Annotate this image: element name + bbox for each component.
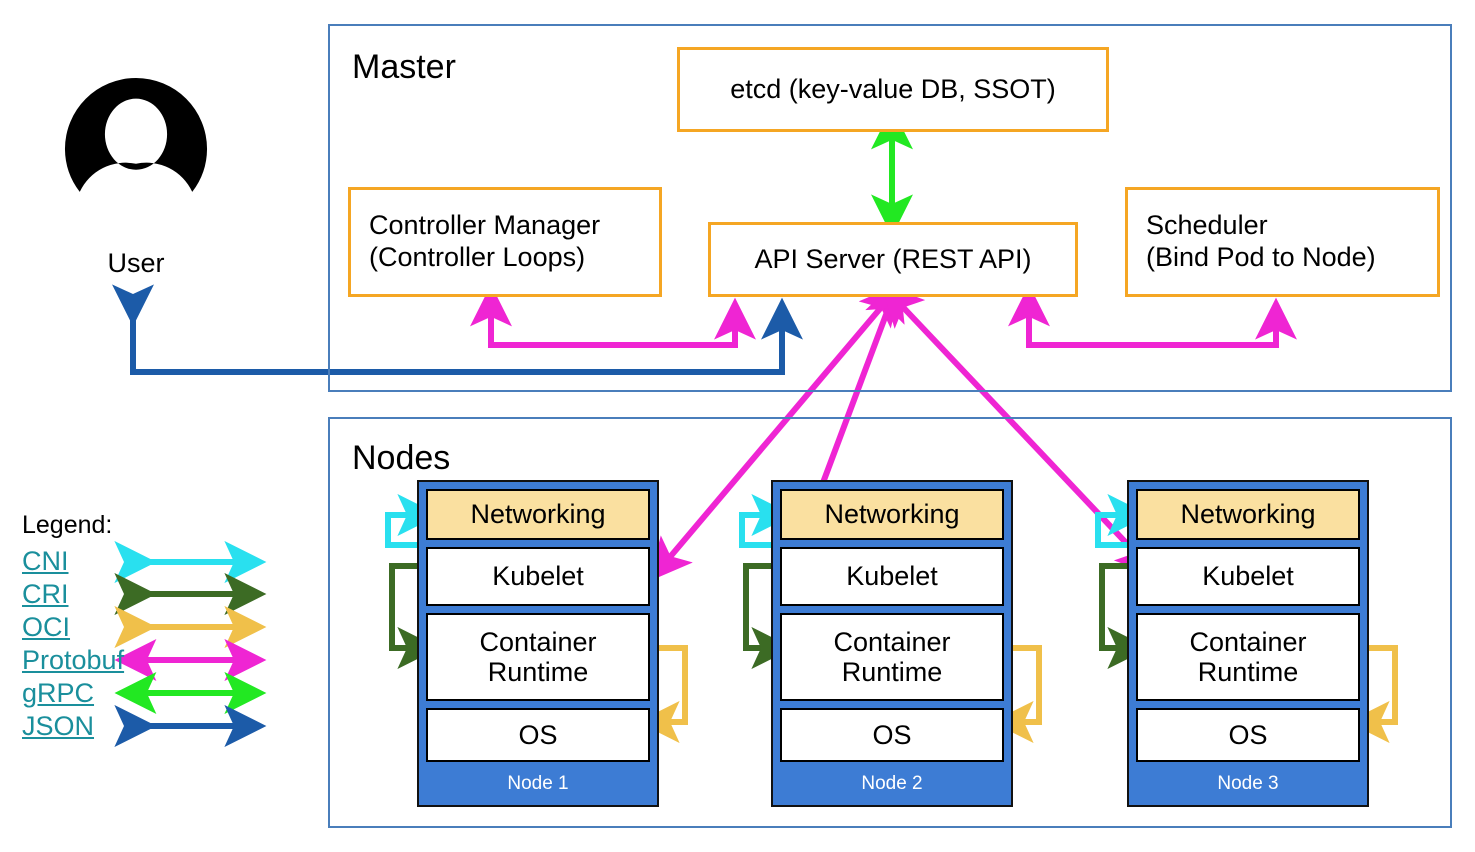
node3-container-runtime-layer[interactable]: Container Runtime xyxy=(1136,613,1360,701)
legend-title: Legend: xyxy=(22,511,113,539)
node1-networking-layer[interactable]: Networking xyxy=(426,489,650,540)
node1-name-label: Node 1 xyxy=(507,772,569,794)
node1-container-runtime-layer[interactable]: Container Runtime xyxy=(426,613,650,701)
scheduler-line2: (Bind Pod to Node) xyxy=(1146,242,1376,272)
node2-os-layer[interactable]: OS xyxy=(780,708,1004,762)
node2-name-label: Node 2 xyxy=(861,772,923,794)
node3-container-runtime-line1: Container xyxy=(1189,626,1307,657)
controller-manager-box[interactable]: Controller Manager (Controller Loops) xyxy=(348,187,662,297)
nodes-group-title: Nodes xyxy=(352,439,451,477)
node2-container-runtime-line2: Runtime xyxy=(841,657,943,687)
legend-item-oci[interactable]: OCI xyxy=(22,612,71,642)
controller-manager-label: Controller Manager (Controller Loops) xyxy=(369,210,600,274)
node-card-2[interactable]: Networking Kubelet Container Runtime OS … xyxy=(771,480,1013,807)
node3-kubelet-layer[interactable]: Kubelet xyxy=(1136,547,1360,606)
node2-container-runtime-line1: Container xyxy=(833,626,951,657)
node3-networking-layer[interactable]: Networking xyxy=(1136,489,1360,540)
node2-networking-layer[interactable]: Networking xyxy=(780,489,1004,540)
node3-container-runtime-line2: Runtime xyxy=(1197,657,1299,687)
master-group-container xyxy=(328,24,1452,392)
node-card-3[interactable]: Networking Kubelet Container Runtime OS … xyxy=(1127,480,1369,807)
legend-item-protobuf[interactable]: Protobuf xyxy=(22,645,125,675)
legend-item-cni[interactable]: CNI xyxy=(22,546,69,576)
user-avatar-icon xyxy=(62,75,210,223)
etcd-box[interactable]: etcd (key-value DB, SSOT) xyxy=(677,47,1109,132)
legend-item-cri[interactable]: CRI xyxy=(22,579,69,609)
nodes-group-container xyxy=(328,417,1452,828)
controller-manager-line1: Controller Manager xyxy=(369,210,601,241)
node2-container-runtime-layer[interactable]: Container Runtime xyxy=(780,613,1004,701)
legend-item-grpc[interactable]: gRPC xyxy=(22,678,95,708)
controller-manager-line2: (Controller Loops) xyxy=(369,242,586,272)
api-server-box[interactable]: API Server (REST API) xyxy=(708,222,1078,297)
node3-name-label: Node 3 xyxy=(1217,772,1279,794)
scheduler-label: Scheduler (Bind Pod to Node) xyxy=(1146,210,1376,274)
master-group-title: Master xyxy=(352,48,456,86)
node1-os-layer[interactable]: OS xyxy=(426,708,650,762)
node1-container-runtime-line2: Runtime xyxy=(487,657,589,687)
node3-os-layer[interactable]: OS xyxy=(1136,708,1360,762)
scheduler-line1: Scheduler xyxy=(1146,210,1268,241)
user-caption-label: User xyxy=(107,248,165,278)
api-server-label: API Server (REST API) xyxy=(754,243,1032,274)
node2-kubelet-layer[interactable]: Kubelet xyxy=(780,547,1004,606)
scheduler-box[interactable]: Scheduler (Bind Pod to Node) xyxy=(1125,187,1440,297)
legend-item-json[interactable]: JSON xyxy=(22,711,95,741)
node-card-1[interactable]: Networking Kubelet Container Runtime OS … xyxy=(417,480,659,807)
node1-container-runtime-line1: Container xyxy=(479,626,597,657)
etcd-label: etcd (key-value DB, SSOT) xyxy=(730,73,1056,104)
node1-kubelet-layer[interactable]: Kubelet xyxy=(426,547,650,606)
